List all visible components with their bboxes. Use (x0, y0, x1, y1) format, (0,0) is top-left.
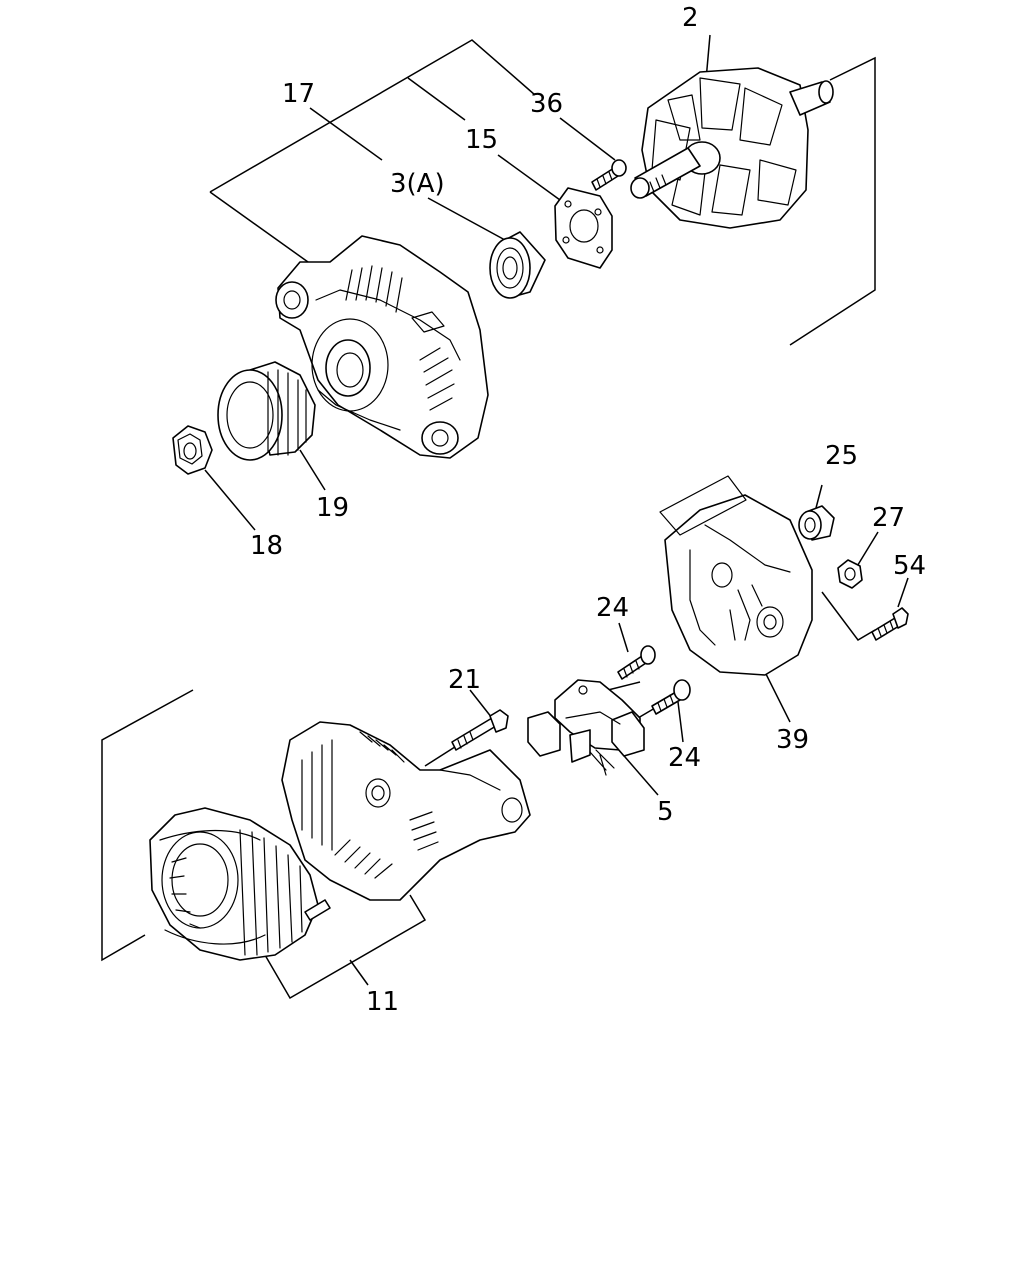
callout-17: 17 (282, 79, 315, 109)
callout-3a: 3(A) (390, 169, 445, 199)
callout-21: 21 (448, 665, 481, 695)
callout-25: 25 (825, 441, 858, 471)
callout-54: 54 (893, 551, 926, 581)
callout-18: 18 (250, 531, 283, 561)
callout-24-upper: 24 (596, 593, 629, 623)
rotor (630, 67, 834, 229)
callout-19: 19 (316, 493, 349, 523)
leader-lines (101, 34, 909, 1000)
grommet-25 (798, 505, 835, 541)
callout-labels: 2 17 36 15 3(A) 19 18 25 27 54 24 21 39 … (250, 3, 926, 1017)
callout-2: 2 (682, 3, 699, 33)
retainer-plate-15 (554, 187, 613, 269)
callout-39: 39 (776, 725, 809, 755)
callout-5: 5 (657, 797, 674, 827)
callout-27: 27 (872, 503, 905, 533)
callout-24-lower: 24 (668, 743, 701, 773)
stator (149, 807, 331, 961)
callout-36: 36 (530, 89, 563, 119)
bolt-54 (871, 607, 909, 641)
nut-18 (172, 425, 213, 475)
callout-15: 15 (465, 125, 498, 155)
bolt-24-upper (617, 645, 656, 680)
callout-11: 11 (366, 987, 399, 1017)
bearing-3a (489, 231, 546, 299)
bolt-24-lower (651, 679, 691, 715)
nut-27 (837, 559, 863, 589)
screw-36 (591, 159, 627, 191)
bolt-21 (451, 709, 509, 751)
rear-housing (281, 721, 531, 901)
rear-cover-39 (659, 475, 813, 676)
regulator-5 (527, 679, 645, 776)
pulley-19 (217, 361, 316, 461)
front-housing-17 (275, 235, 489, 459)
